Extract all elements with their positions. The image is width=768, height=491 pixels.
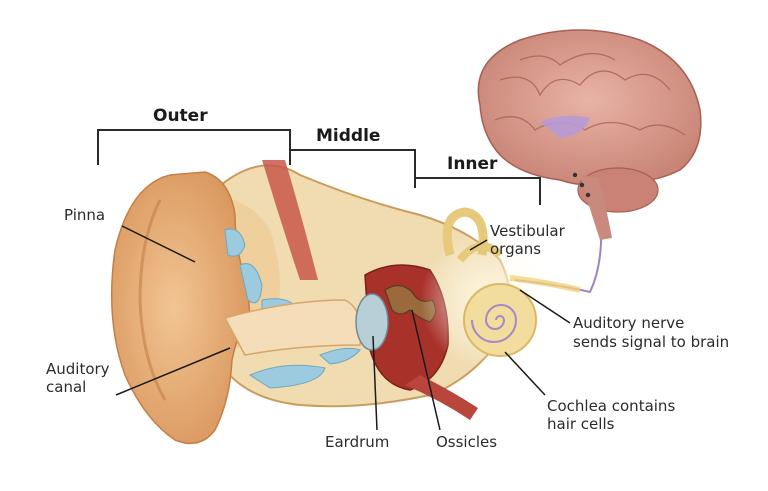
outer-bracket — [97, 129, 291, 165]
eardrum-membrane — [355, 293, 389, 351]
pinna-shape — [110, 171, 251, 445]
brain-shape — [477, 29, 702, 186]
brainstem — [580, 175, 612, 240]
label-vestibular-line2: organs — [490, 240, 542, 258]
fluid-pocket — [239, 263, 263, 304]
pinna-fold — [138, 199, 167, 401]
leader-nerve — [519, 289, 571, 324]
muscle-stripe — [262, 160, 318, 280]
fluid-pocket — [248, 364, 326, 389]
label-auditory-nerve-line2: sends signal to brain — [573, 333, 730, 351]
inner-bracket — [415, 177, 541, 205]
brain-gyri — [494, 53, 686, 136]
label-ossicles: Ossicles — [436, 433, 498, 451]
cochlea-body — [463, 283, 537, 357]
label-vestibular-line1: Vestibular — [490, 222, 565, 240]
section-middle: Middle — [316, 126, 381, 146]
auditory-cortex — [540, 115, 590, 138]
leader-cochlea — [504, 351, 546, 396]
label-auditory-nerve-line1: Auditory nerve — [573, 314, 685, 332]
label-auditory-canal-line2: canal — [46, 378, 87, 396]
leader-vestibular — [469, 239, 488, 251]
section-outer: Outer — [153, 106, 208, 126]
section-inner: Inner — [447, 154, 498, 174]
auditory-nerve-bundle — [509, 275, 581, 293]
label-auditory-canal-line1: Auditory — [46, 360, 110, 378]
label-cochlea-line1: Cochlea contains — [547, 397, 676, 415]
eustachian-tube — [405, 375, 478, 420]
fluid-pocket — [319, 347, 361, 365]
label-pinna: Pinna — [64, 206, 106, 224]
leader-canal — [115, 347, 231, 396]
leader-pinna — [121, 225, 196, 263]
leader-eardrum — [372, 335, 378, 431]
middle-bracket — [290, 149, 416, 188]
label-eardrum: Eardrum — [325, 433, 390, 451]
vestibular-canal — [442, 207, 488, 257]
fluid-pocket — [224, 228, 246, 257]
cochlea-spiral — [471, 304, 518, 343]
label-cochlea-line2: hair cells — [547, 415, 615, 433]
vestibular-canal — [456, 242, 503, 263]
leader-ossicles — [411, 309, 441, 431]
